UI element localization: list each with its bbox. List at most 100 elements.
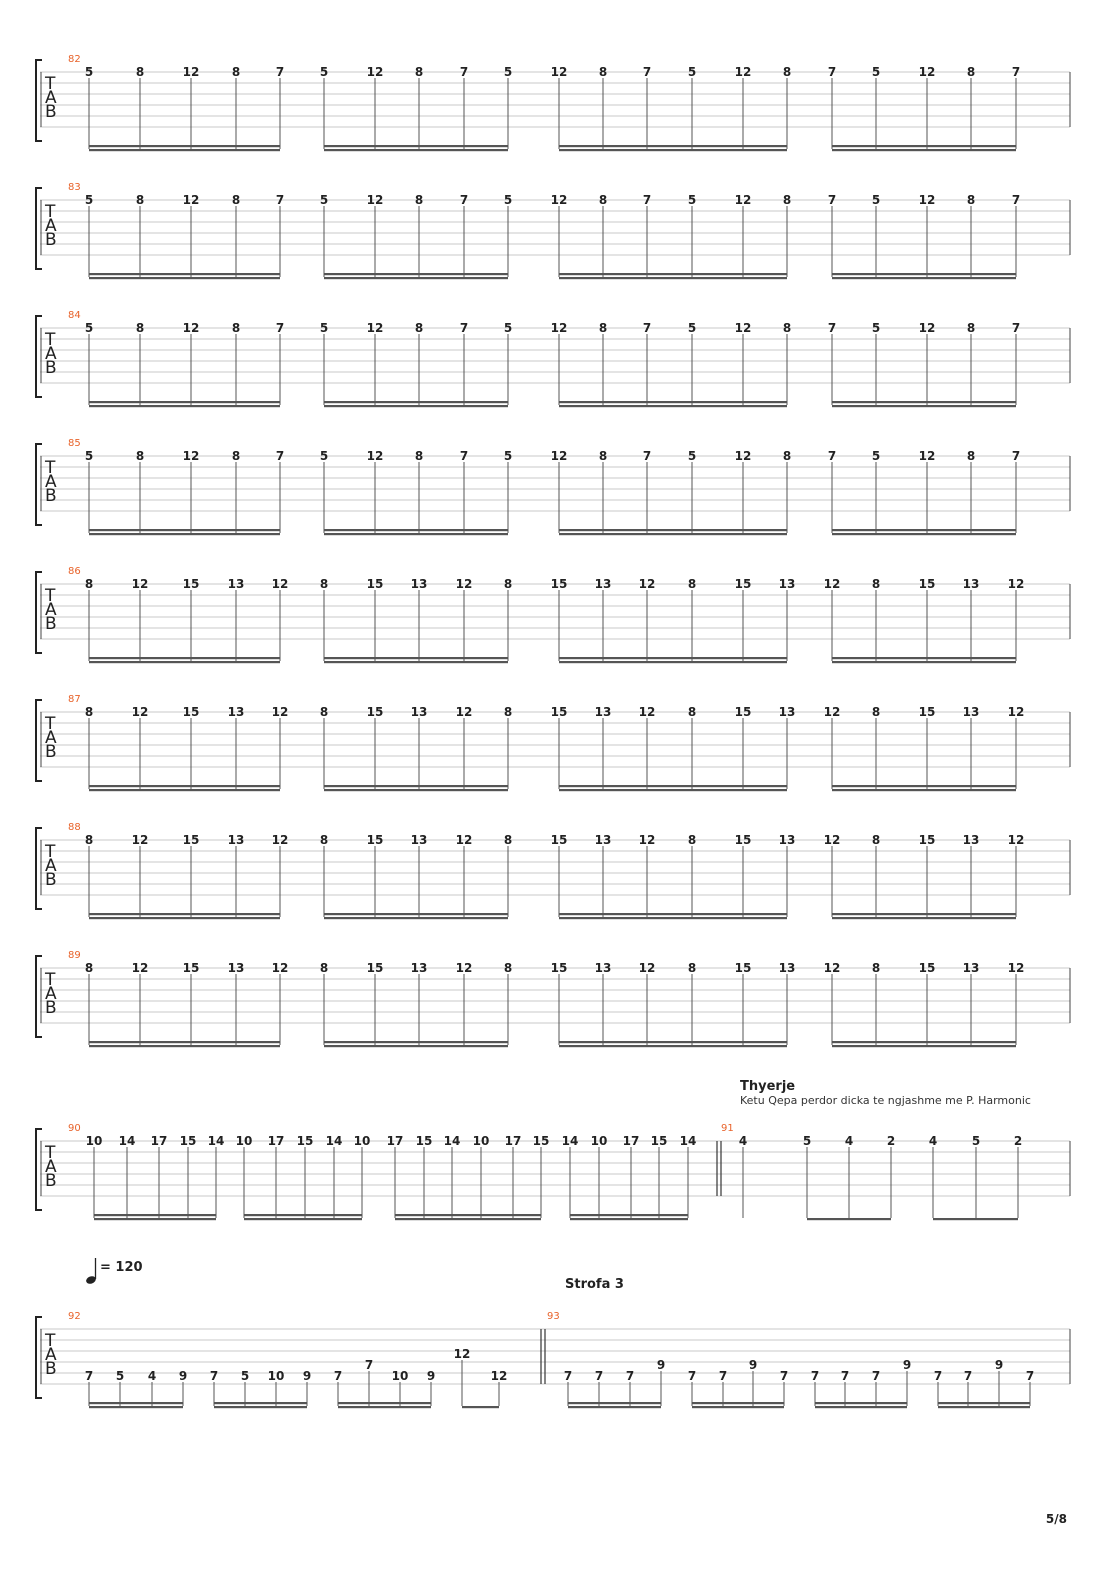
beam: [570, 1218, 688, 1221]
fret-number: 7: [1012, 321, 1020, 335]
tab-clef-letter: T: [44, 586, 56, 606]
fret-number: 5: [688, 193, 696, 207]
fret-number: 10: [392, 1369, 409, 1383]
fret-number: 15: [919, 577, 936, 591]
fret-number: 8: [504, 961, 512, 975]
quarter-note-icon: [86, 1276, 96, 1284]
beam: [832, 1041, 1016, 1044]
beam: [324, 149, 508, 152]
beam: [338, 1402, 431, 1405]
fret-number: 8: [967, 449, 975, 463]
fret-number: 12: [735, 193, 752, 207]
beam: [324, 917, 508, 920]
fret-number: 8: [872, 961, 880, 975]
system-brace: [35, 699, 42, 782]
fret-number: 12: [1008, 705, 1025, 719]
fret-number: 7: [85, 1369, 93, 1383]
fret-number: 14: [444, 1134, 461, 1148]
beam: [89, 789, 280, 792]
fret-number: 9: [427, 1369, 435, 1383]
fret-number: 8: [136, 321, 144, 335]
beam: [832, 657, 1016, 660]
beam: [832, 917, 1016, 920]
beam: [324, 657, 508, 660]
fret-number: 17: [151, 1134, 168, 1148]
beam: [214, 1406, 307, 1409]
fret-number: 8: [872, 577, 880, 591]
fret-number: 7: [688, 1369, 696, 1383]
measure-number: 93: [547, 1311, 560, 1322]
fret-number: 9: [995, 1358, 1003, 1372]
beam: [94, 1214, 216, 1217]
fret-number: 8: [232, 321, 240, 335]
fret-number: 5: [688, 449, 696, 463]
system-brace: [35, 1128, 42, 1211]
beam: [89, 1045, 280, 1048]
fret-number: 12: [824, 833, 841, 847]
fret-number: 12: [491, 1369, 508, 1383]
beam: [570, 1214, 688, 1217]
fret-number: 15: [919, 961, 936, 975]
fret-number: 5: [85, 193, 93, 207]
beam: [832, 529, 1016, 532]
fret-number: 8: [415, 449, 423, 463]
tab-clef-letter: B: [45, 102, 57, 122]
beam: [832, 149, 1016, 152]
fret-number: 8: [688, 705, 696, 719]
fret-number: 7: [643, 193, 651, 207]
fret-number: 13: [411, 961, 428, 975]
fret-number: 5: [972, 1134, 980, 1148]
fret-number: 12: [456, 961, 473, 975]
fret-number: 12: [824, 961, 841, 975]
tab-clef-letter: B: [45, 742, 57, 762]
system-brace: [35, 59, 42, 142]
fret-number: 12: [183, 449, 200, 463]
beam: [324, 145, 508, 148]
beam: [832, 789, 1016, 792]
fret-number: 8: [136, 193, 144, 207]
fret-number: 12: [183, 193, 200, 207]
measure-number: 82: [68, 54, 81, 65]
fret-number: 13: [228, 961, 245, 975]
beam: [324, 273, 508, 276]
fret-number: 12: [919, 65, 936, 79]
beam: [568, 1402, 661, 1405]
fret-number: 12: [454, 1347, 471, 1361]
tab-clef-letter: A: [45, 728, 57, 748]
tab-clef-letter: T: [44, 202, 56, 222]
fret-number: 15: [297, 1134, 314, 1148]
fret-number: 7: [828, 449, 836, 463]
fret-number: 12: [456, 833, 473, 847]
fret-number: 8: [872, 833, 880, 847]
section-label: Strofa 3: [565, 1277, 624, 1292]
beam: [89, 149, 280, 152]
tab-clef-letter: B: [45, 486, 57, 506]
fret-number: 10: [591, 1134, 608, 1148]
fret-number: 5: [504, 193, 512, 207]
fret-number: 8: [85, 833, 93, 847]
fret-number: 9: [179, 1369, 187, 1383]
fret-number: 4: [739, 1134, 747, 1148]
tab-clef-letter: A: [45, 88, 57, 108]
tab-clef-letter: T: [44, 842, 56, 862]
fret-number: 13: [411, 833, 428, 847]
fret-number: 12: [272, 833, 289, 847]
fret-number: 7: [276, 193, 284, 207]
beam: [89, 145, 280, 148]
beam: [214, 1402, 307, 1405]
fret-number: 14: [208, 1134, 225, 1148]
fret-number: 15: [919, 705, 936, 719]
tab-clef-letter: T: [44, 330, 56, 350]
fret-number: 15: [367, 961, 384, 975]
fret-number: 12: [132, 833, 149, 847]
fret-number: 15: [533, 1134, 550, 1148]
fret-number: 7: [828, 321, 836, 335]
section-label: Thyerje: [740, 1079, 795, 1094]
fret-number: 7: [460, 65, 468, 79]
fret-number: 13: [963, 833, 980, 847]
measure-number: 86: [68, 566, 81, 577]
fret-number: 5: [85, 65, 93, 79]
measure-number: 89: [68, 950, 81, 961]
fret-number: 8: [599, 193, 607, 207]
